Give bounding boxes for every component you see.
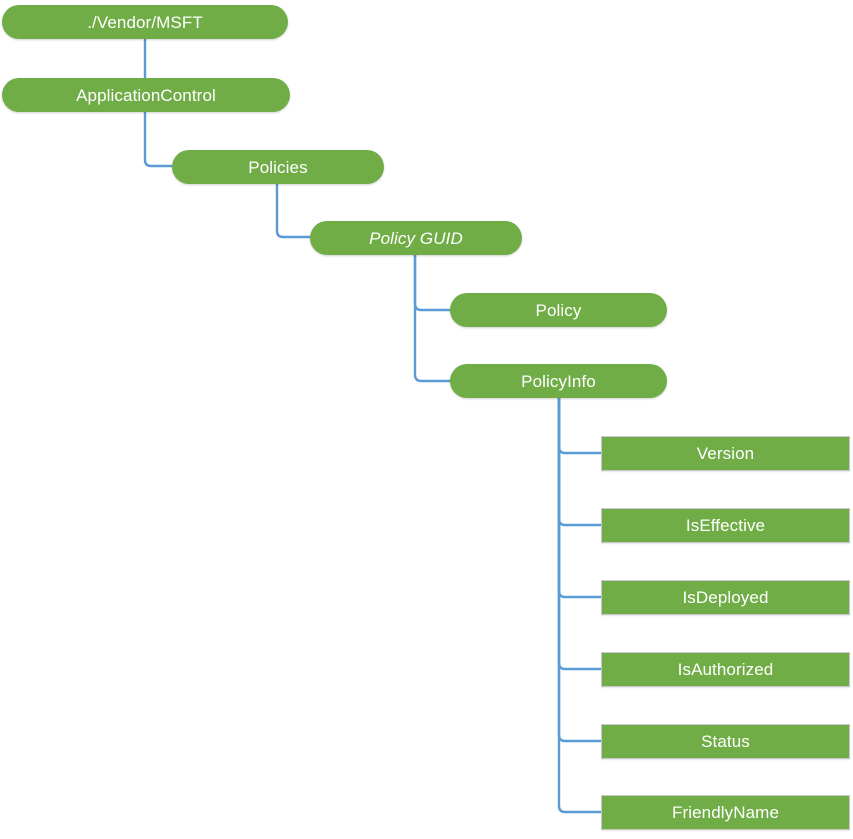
tree-node-isauthorized[interactable]: IsAuthorized (601, 652, 850, 687)
connector-path-9 (557, 398, 601, 743)
tree-node-label: ./Vendor/MSFT (87, 12, 203, 32)
connector-path-5 (557, 398, 601, 455)
tree-node-policies[interactable]: Policies (172, 150, 384, 184)
tree-node-label: PolicyInfo (521, 371, 596, 391)
tree-node-friendlyname[interactable]: FriendlyName (601, 795, 850, 830)
tree-node-label: Policy GUID (369, 228, 463, 248)
connector-path-6 (557, 398, 601, 527)
tree-node-label: IsAuthorized (677, 660, 774, 679)
tree-node-label: ApplicationControl (76, 85, 216, 105)
tree-node-label: Policy (535, 300, 582, 320)
connector-path-3 (413, 255, 450, 312)
tree-node-label: FriendlyName (671, 803, 779, 822)
tree-node-label: Status (701, 732, 750, 751)
connector-path-8 (557, 398, 601, 671)
connector-path-10 (557, 398, 601, 814)
tree-node-policyguid[interactable]: Policy GUID (310, 221, 522, 255)
tree-node-isdeployed[interactable]: IsDeployed (601, 580, 850, 615)
tree-node-version[interactable]: Version (601, 436, 850, 471)
tree-node-policy[interactable]: Policy (450, 293, 667, 327)
connector-path-1 (143, 112, 172, 168)
tree-node-vendor[interactable]: ./Vendor/MSFT (2, 5, 288, 39)
tree-node-label: IsEffective (685, 516, 766, 535)
tree-node-appcontrol[interactable]: ApplicationControl (2, 78, 290, 112)
tree-node-label: IsDeployed (682, 588, 769, 607)
connector-path-2 (275, 184, 310, 239)
tree-node-iseffective[interactable]: IsEffective (601, 508, 850, 543)
connector-path-7 (557, 398, 601, 599)
tree-node-label: Version (696, 444, 755, 463)
connector-path-4 (413, 255, 450, 383)
tree-node-status[interactable]: Status (601, 724, 850, 759)
tree-node-policyinfo[interactable]: PolicyInfo (450, 364, 667, 398)
tree-node-label: Policies (248, 157, 308, 177)
